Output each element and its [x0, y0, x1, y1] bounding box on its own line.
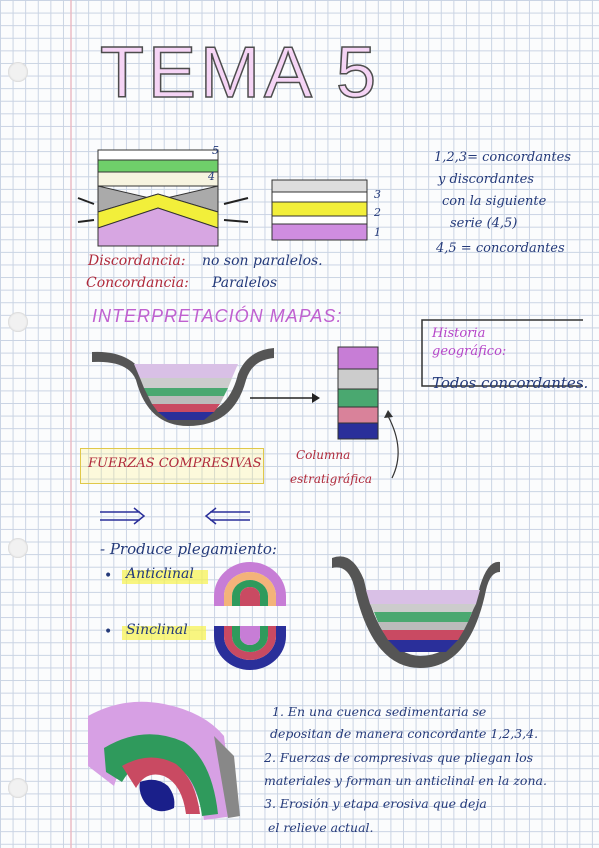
columna-label: estratigráfica	[290, 472, 373, 486]
label-2: 2	[374, 206, 381, 219]
step-line: 2. Fuerzas de compresivas que pliegan lo…	[264, 750, 534, 765]
historia-body: Todos concordantes.	[432, 374, 589, 392]
binder-hole	[8, 778, 28, 798]
fuerzas-box	[80, 448, 264, 484]
arrow-right	[250, 393, 320, 403]
sinclinal-highlight	[122, 626, 206, 640]
concordancia-term: Concordancia:	[86, 275, 189, 291]
anticline-diagram	[214, 562, 286, 606]
step-line: materiales y forman un anticlinal en la …	[264, 773, 547, 788]
page-title: TEMA 5	[99, 32, 381, 114]
concordancia-def: Paralelos	[212, 275, 278, 291]
produce-line: - Produce plegamiento:	[100, 540, 277, 558]
note-line: serie (4,5)	[450, 216, 518, 231]
columna-label: Columna	[296, 448, 351, 462]
note-line: 4,5 = concordantes	[436, 241, 565, 256]
fuerzas-label: FUERZAS COMPRESIVAS	[88, 456, 262, 471]
step-line: 3. Erosión y etapa erosiva que deja	[264, 796, 487, 811]
step-line: el relieve actual.	[268, 820, 374, 835]
label-5: 5	[212, 144, 219, 157]
historia-title: Historia	[432, 326, 486, 341]
step-line: depositan de manera concordante 1,2,3,4.	[270, 726, 539, 741]
bullet: •	[104, 568, 113, 584]
historia-title: geográfico:	[432, 344, 507, 359]
label-1: 1	[374, 226, 381, 239]
discordancia-term: Discordancia:	[88, 253, 186, 269]
eroded-anticline-diagram	[88, 701, 240, 820]
syncline-diagram	[214, 626, 286, 670]
step-line: 1. En una cuenca sedimentaria se	[272, 704, 487, 719]
label-3: 3	[374, 188, 381, 201]
note-line: y discordantes	[438, 172, 534, 187]
anticlinal-label: Anticlinal	[126, 566, 194, 582]
valley-strata-diagram	[332, 556, 500, 668]
fold-strata-diagram	[77, 149, 249, 247]
note-line: 1,2,3= concordantes	[434, 150, 571, 165]
compression-arrows	[100, 507, 250, 525]
note-line: con la siguiente	[442, 194, 547, 209]
discordancia-def: no son paralelos.	[202, 253, 323, 269]
anticlinal-highlight	[122, 570, 208, 584]
syncline-valley-diagram	[92, 348, 274, 426]
section-heading-maps: INTERPRETACIÓN MAPAS:	[92, 306, 343, 326]
curved-arrow	[384, 410, 399, 479]
binder-hole	[8, 62, 28, 82]
margin-line	[70, 0, 72, 848]
sinclinal-label: Sinclinal	[126, 622, 188, 638]
stratigraphic-column	[337, 346, 379, 440]
binder-hole	[8, 312, 28, 332]
binder-hole	[8, 538, 28, 558]
label-4: 4	[208, 170, 215, 183]
bullet: •	[104, 624, 113, 640]
historia-box	[421, 319, 583, 387]
horizontal-strata-diagram	[271, 179, 368, 241]
